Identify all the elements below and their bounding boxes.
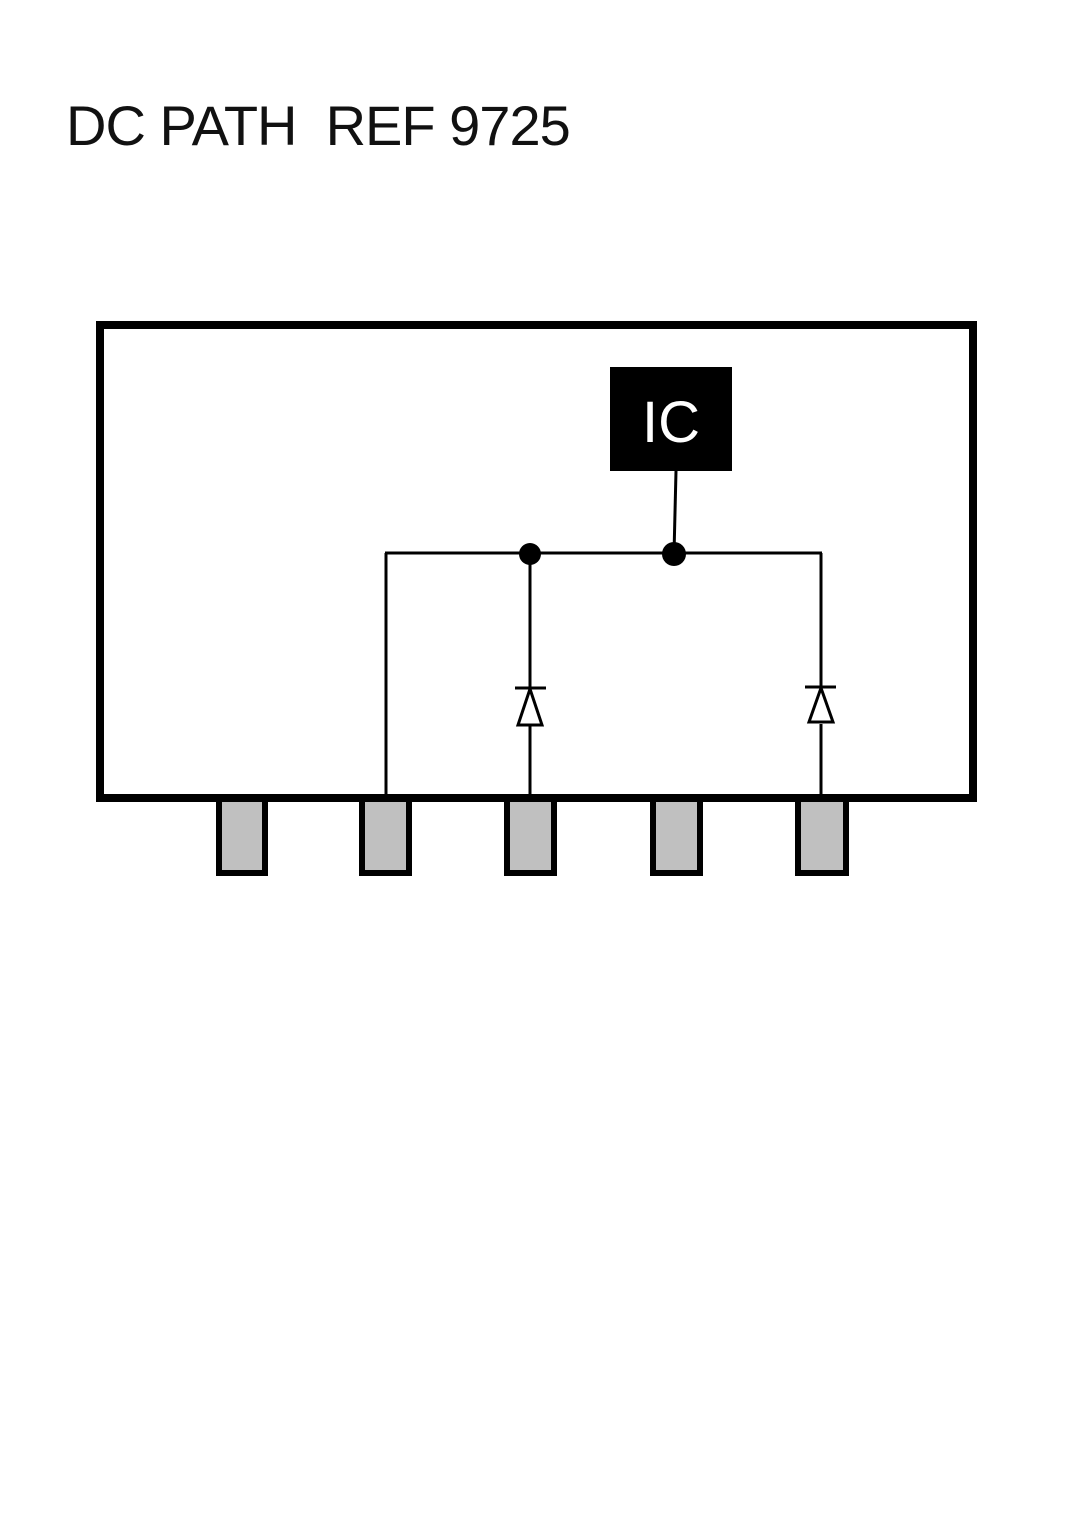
diode <box>515 684 546 727</box>
diode <box>805 683 836 724</box>
pin-1 <box>216 796 268 876</box>
ic-box <box>610 367 732 471</box>
pin-5 <box>795 796 849 876</box>
pin-2 <box>359 796 412 876</box>
pins <box>216 796 849 876</box>
page-title: DC PATH REF 9725 <box>66 94 571 157</box>
ic-label: IC <box>642 390 700 455</box>
wire-ic-down <box>672 470 678 555</box>
ic-block: IC <box>610 367 732 471</box>
junction-dot <box>662 542 686 566</box>
junction-dot <box>519 543 541 565</box>
pin-3 <box>504 796 557 876</box>
pin-4 <box>650 796 703 876</box>
wires <box>384 470 823 798</box>
